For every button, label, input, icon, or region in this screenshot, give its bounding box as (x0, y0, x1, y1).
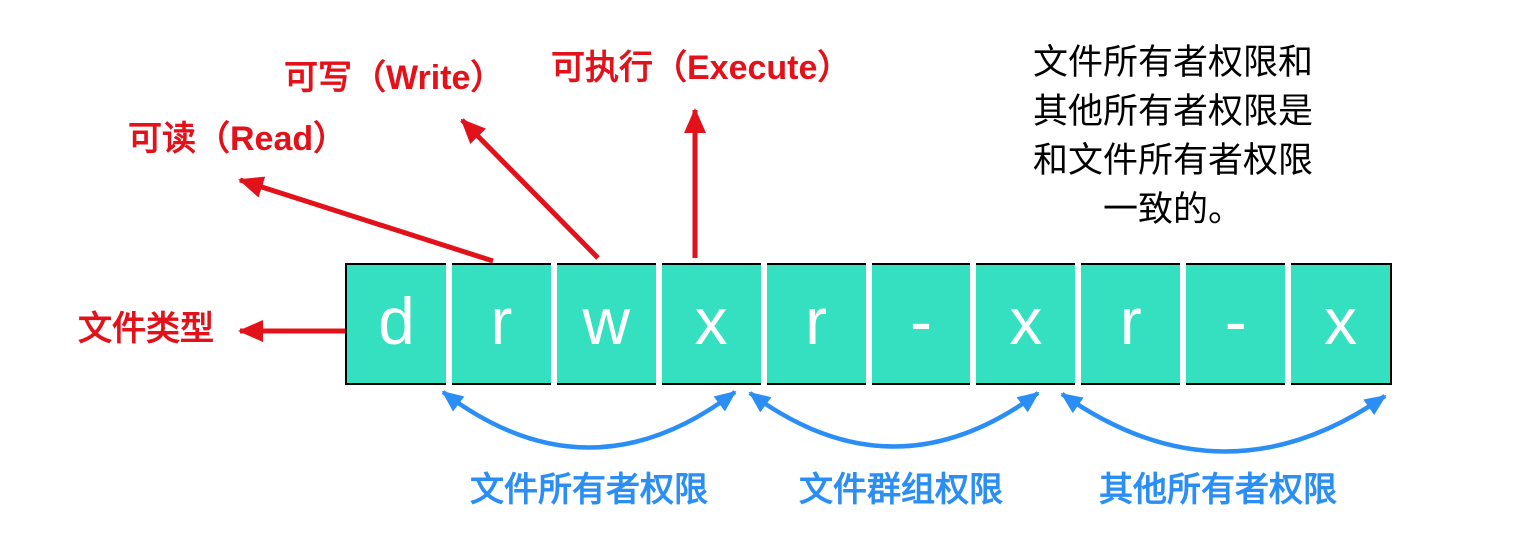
others-perm-arc-arrow (1060, 392, 1387, 454)
group-perm-label: 文件群组权限 (799, 471, 1003, 509)
owner-others-note: 文件所有者权限和 其他所有者权限是 和文件所有者权限 一致的。 (1018, 38, 1328, 234)
others-perm-label: 其他所有者权限 (1099, 471, 1337, 509)
read-arrow (238, 176, 494, 264)
perm-cell: x (1291, 263, 1393, 385)
read-label: 可读（Read） (128, 120, 348, 158)
note-line: 其他所有者权限是 (1032, 92, 1313, 131)
note-line: 一致的。 (1102, 190, 1243, 229)
perm-cell: r (1081, 263, 1181, 385)
perm-cell: x (661, 263, 761, 385)
perm-cell: r (766, 263, 866, 385)
write-arrow (460, 118, 600, 260)
perm-cell: - (1186, 263, 1286, 385)
note-line: 文件所有者权限和 (1032, 43, 1313, 82)
group-perm-arc-arrow (748, 391, 1040, 449)
file-type-label: 文件类型 (78, 310, 214, 348)
note-line: 和文件所有者权限 (1032, 141, 1313, 180)
execute-label: 可执行（Execute） (551, 49, 852, 87)
owner-perm-label: 文件所有者权限 (470, 471, 708, 509)
perm-cell: d (345, 263, 446, 385)
permission-row: d r w x r - x r - x (345, 263, 1393, 385)
perm-cell: r (451, 263, 551, 385)
perm-cell: w (556, 263, 656, 385)
perm-cell: - (871, 263, 971, 385)
perm-cell: x (976, 263, 1076, 385)
owner-perm-arc-arrow (441, 390, 737, 450)
write-label: 可写（Write） (284, 59, 505, 97)
